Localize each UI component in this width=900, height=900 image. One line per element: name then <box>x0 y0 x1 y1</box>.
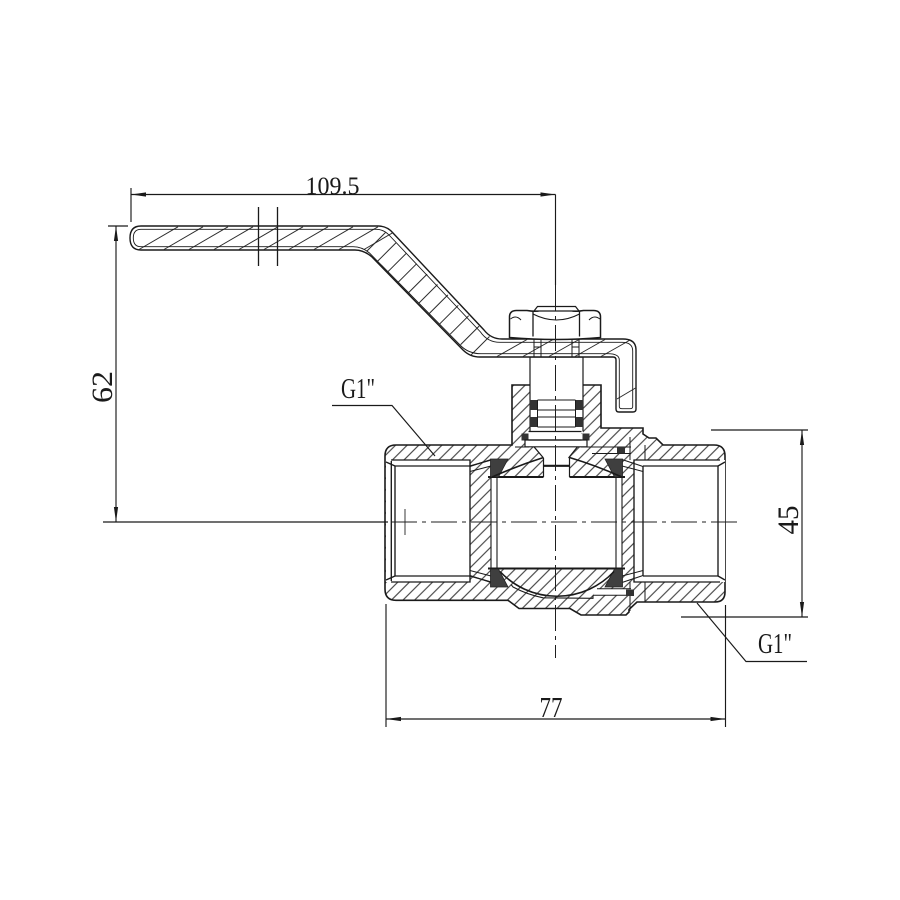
svg-text:62: 62 <box>86 371 119 403</box>
svg-text:77: 77 <box>540 692 563 724</box>
svg-text:45: 45 <box>772 506 805 535</box>
svg-text:G1": G1" <box>758 628 792 660</box>
svg-text:109.5: 109.5 <box>306 173 360 200</box>
svg-text:G1": G1" <box>341 373 375 405</box>
